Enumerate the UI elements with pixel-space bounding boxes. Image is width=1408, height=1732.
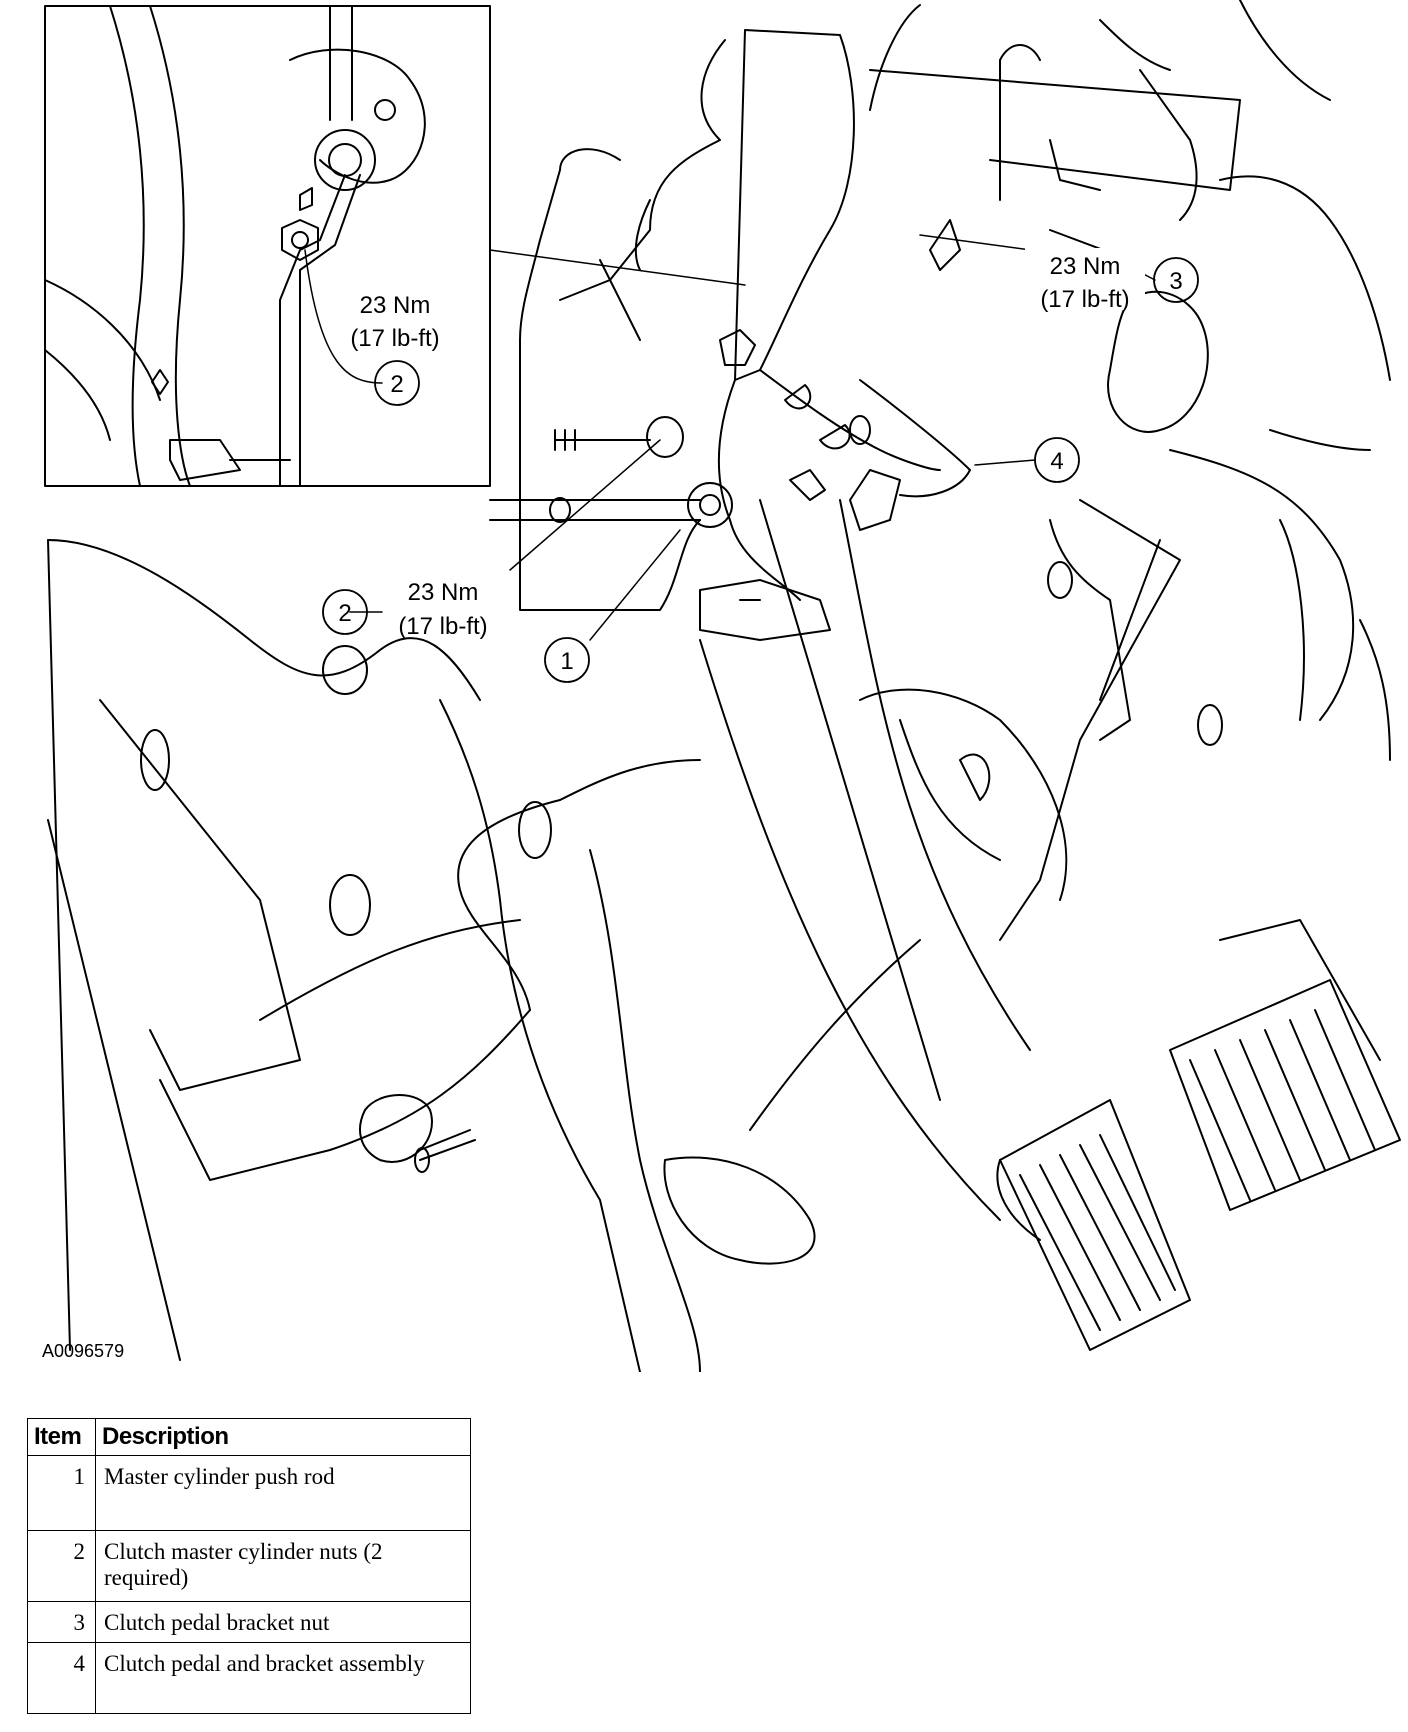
legend-row: 4 Clutch pedal and bracket assembly bbox=[27, 1642, 471, 1714]
leader-2-nut bbox=[509, 439, 661, 571]
torque-specs: 23 Nm (17 lb-ft) 23 Nm (17 lb-ft) 23 Nm … bbox=[340, 248, 1145, 640]
legend-item-number: 1 bbox=[27, 1455, 96, 1531]
callout-label-2-main: 2 bbox=[338, 600, 351, 627]
torque-imperial-bracket: (17 lb-ft) bbox=[1040, 286, 1129, 313]
torque-value-inset: 23 Nm bbox=[360, 292, 431, 319]
assembly-line-drawing bbox=[47, 0, 1401, 1372]
callouts: 1 2 2 3 4 bbox=[322, 257, 1199, 683]
legend-row: 1 Master cylinder push rod bbox=[27, 1455, 471, 1531]
legend-item-description: Clutch pedal and bracket assembly bbox=[95, 1642, 471, 1714]
legend-header-item: Item bbox=[27, 1418, 96, 1456]
callout-circle-2-main bbox=[322, 589, 368, 635]
callout-circle-2-inset bbox=[374, 360, 420, 406]
leader-pointer bbox=[489, 249, 746, 286]
legend-item-number: 4 bbox=[27, 1642, 96, 1714]
legend-row: 3 Clutch pedal bracket nut bbox=[27, 1601, 471, 1643]
leader-1 bbox=[589, 529, 681, 641]
clutch-pedal-exploded-view: 1 2 2 3 4 23 Nm (17 lb-ft) 23 Nm (17 lb-… bbox=[42, 0, 1401, 1372]
leader-2-inset bbox=[304, 249, 383, 384]
torque-value-main: 23 Nm bbox=[408, 579, 479, 606]
torque-imperial-inset: (17 lb-ft) bbox=[350, 325, 439, 352]
legend-item-number: 2 bbox=[27, 1530, 96, 1602]
legend-row: 2 Clutch master cylinder nuts (2 require… bbox=[27, 1530, 471, 1602]
callout-circle-1 bbox=[544, 637, 590, 683]
torque-imperial-main: (17 lb-ft) bbox=[398, 613, 487, 640]
callout-label-1: 1 bbox=[560, 648, 573, 675]
legend-item-description: Clutch pedal bracket nut bbox=[95, 1601, 471, 1643]
figure-id: A0096579 bbox=[42, 1341, 124, 1361]
legend-table: Item Description 1 Master cylinder push … bbox=[27, 1418, 471, 1714]
callout-circle-3 bbox=[1153, 257, 1199, 303]
callout-label-2-inset: 2 bbox=[390, 371, 403, 398]
callout-label-3: 3 bbox=[1169, 268, 1182, 295]
torque-value-bracket: 23 Nm bbox=[1050, 253, 1121, 280]
master-cylinder-inset bbox=[44, 5, 491, 487]
legend-header-description: Description bbox=[95, 1418, 471, 1456]
legend-item-description: Master cylinder push rod bbox=[95, 1455, 471, 1531]
callout-label-4: 4 bbox=[1050, 448, 1063, 475]
leader-4 bbox=[974, 459, 1036, 466]
callout-circle-4 bbox=[1034, 437, 1080, 483]
legend-item-number: 3 bbox=[27, 1601, 96, 1643]
legend-header-row: Item Description bbox=[27, 1418, 471, 1456]
legend-item-description: Clutch master cylinder nuts (2 required) bbox=[95, 1530, 471, 1602]
